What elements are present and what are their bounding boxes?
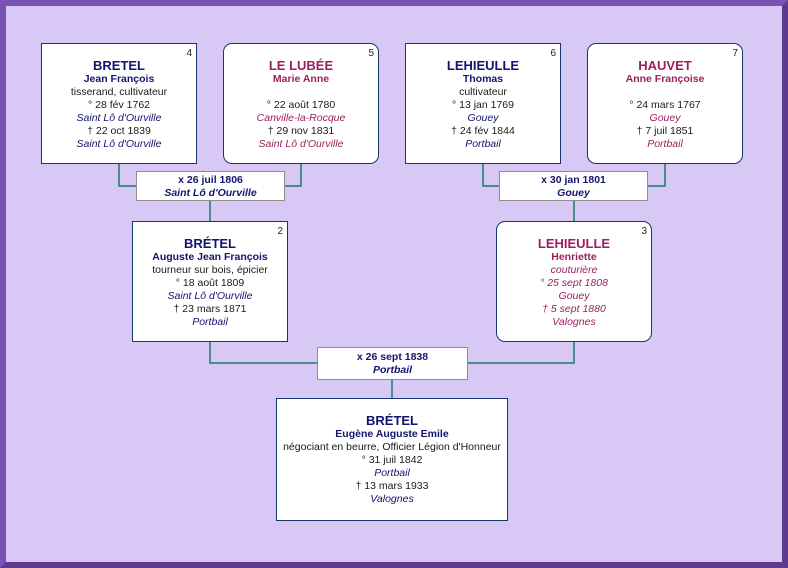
given-name: Eugène Auguste Emile — [335, 428, 449, 440]
occupation: tourneur sur bois, épicier — [152, 264, 268, 276]
occupation: couturière — [550, 264, 598, 276]
marriage-box-2-3[interactable]: x 26 sept 1838 Portbail — [317, 347, 468, 380]
death-date: † 23 mars 1871 — [173, 303, 247, 315]
marriage-date: x 26 sept 1838 — [356, 351, 429, 363]
birth-place: Gouey — [467, 112, 499, 124]
birth-date: ° 28 fév 1762 — [88, 99, 150, 111]
birth-place: Gouey — [649, 112, 681, 124]
person-box-5[interactable]: 5 LE LUBÉE Marie Anne ° 22 août 1780 Can… — [223, 43, 379, 164]
birth-date: ° 13 jan 1769 — [451, 99, 514, 111]
surname: HAUVET — [638, 58, 692, 73]
birth-place: Portbail — [374, 467, 410, 479]
given-name: Jean François — [83, 73, 155, 85]
birth-date: ° 25 sept 1808 — [540, 277, 608, 289]
birth-place: Gouey — [558, 290, 590, 302]
marriage-box-4-5[interactable]: x 26 juil 1806 Saint Lô d'Ourville — [136, 171, 285, 201]
death-date: † 29 nov 1831 — [267, 125, 335, 137]
death-date: † 5 sept 1880 — [542, 303, 606, 315]
person-box-3[interactable]: 3 LEHIEULLE Henriette couturière ° 25 se… — [496, 221, 652, 342]
person-box-1[interactable]: BRÉTEL Eugène Auguste Emile négociant en… — [276, 398, 508, 521]
surname: BRETEL — [93, 58, 145, 73]
person-box-2[interactable]: 2 BRÉTEL Auguste Jean François tourneur … — [132, 221, 288, 342]
occupation: tisserand, cultivateur — [70, 86, 168, 98]
person-box-6[interactable]: 6 LEHIEULLE Thomas cultivateur ° 13 jan … — [405, 43, 561, 164]
sosa-number: 2 — [277, 226, 283, 237]
birth-place: Canville-la-Rocque — [256, 112, 346, 124]
birth-date: ° 22 août 1780 — [266, 99, 336, 111]
surname: LEHIEULLE — [446, 58, 520, 73]
birth-date: ° 18 août 1809 — [175, 277, 245, 289]
person-box-4[interactable]: 4 BRETEL Jean François tisserand, cultiv… — [41, 43, 197, 164]
marriage-place: Portbail — [372, 364, 413, 376]
death-date: † 24 fév 1844 — [451, 125, 515, 137]
death-date: † 7 juil 1851 — [636, 125, 694, 137]
death-place: Portbail — [192, 316, 228, 328]
given-name: Auguste Jean François — [152, 251, 268, 263]
surname: BRÉTEL — [366, 413, 418, 428]
sosa-number: 3 — [641, 226, 647, 237]
death-place: Valognes — [552, 316, 596, 328]
sosa-number: 6 — [550, 48, 556, 59]
given-name: Anne Françoise — [625, 73, 705, 85]
given-name: Marie Anne — [272, 73, 330, 85]
surname: LE LUBÉE — [268, 58, 334, 73]
marriage-date: x 26 juil 1806 — [178, 174, 243, 186]
birth-place: Saint Lô d'Ourville — [76, 112, 162, 124]
marriage-date: x 30 jan 1801 — [541, 174, 606, 186]
death-place: Portbail — [465, 138, 501, 150]
birth-date: ° 24 mars 1767 — [629, 99, 701, 111]
death-place: Portbail — [647, 138, 683, 150]
death-place: Valognes — [370, 493, 414, 505]
death-date: † 22 oct 1839 — [87, 125, 151, 137]
surname: LEHIEULLE — [537, 236, 611, 251]
sosa-number: 4 — [186, 48, 192, 59]
death-place: Saint Lô d'Ourville — [258, 138, 344, 150]
marriage-place: Saint Lô d'Ourville — [164, 187, 257, 199]
death-place: Saint Lô d'Ourville — [76, 138, 162, 150]
death-date: † 13 mars 1933 — [355, 480, 429, 492]
birth-place: Saint Lô d'Ourville — [167, 290, 253, 302]
marriage-place: Gouey — [557, 187, 590, 199]
marriage-box-6-7[interactable]: x 30 jan 1801 Gouey — [499, 171, 648, 201]
sosa-number: 7 — [732, 48, 738, 59]
occupation: cultivateur — [459, 86, 507, 98]
given-name: Thomas — [462, 73, 504, 85]
surname: BRÉTEL — [184, 236, 236, 251]
sosa-number: 5 — [368, 48, 374, 59]
occupation: négociant en beurre, Officier Légion d'H… — [283, 441, 501, 453]
birth-date: ° 31 juil 1842 — [361, 454, 423, 466]
person-box-7[interactable]: 7 HAUVET Anne Françoise ° 24 mars 1767 G… — [587, 43, 743, 164]
given-name: Henriette — [551, 251, 597, 263]
